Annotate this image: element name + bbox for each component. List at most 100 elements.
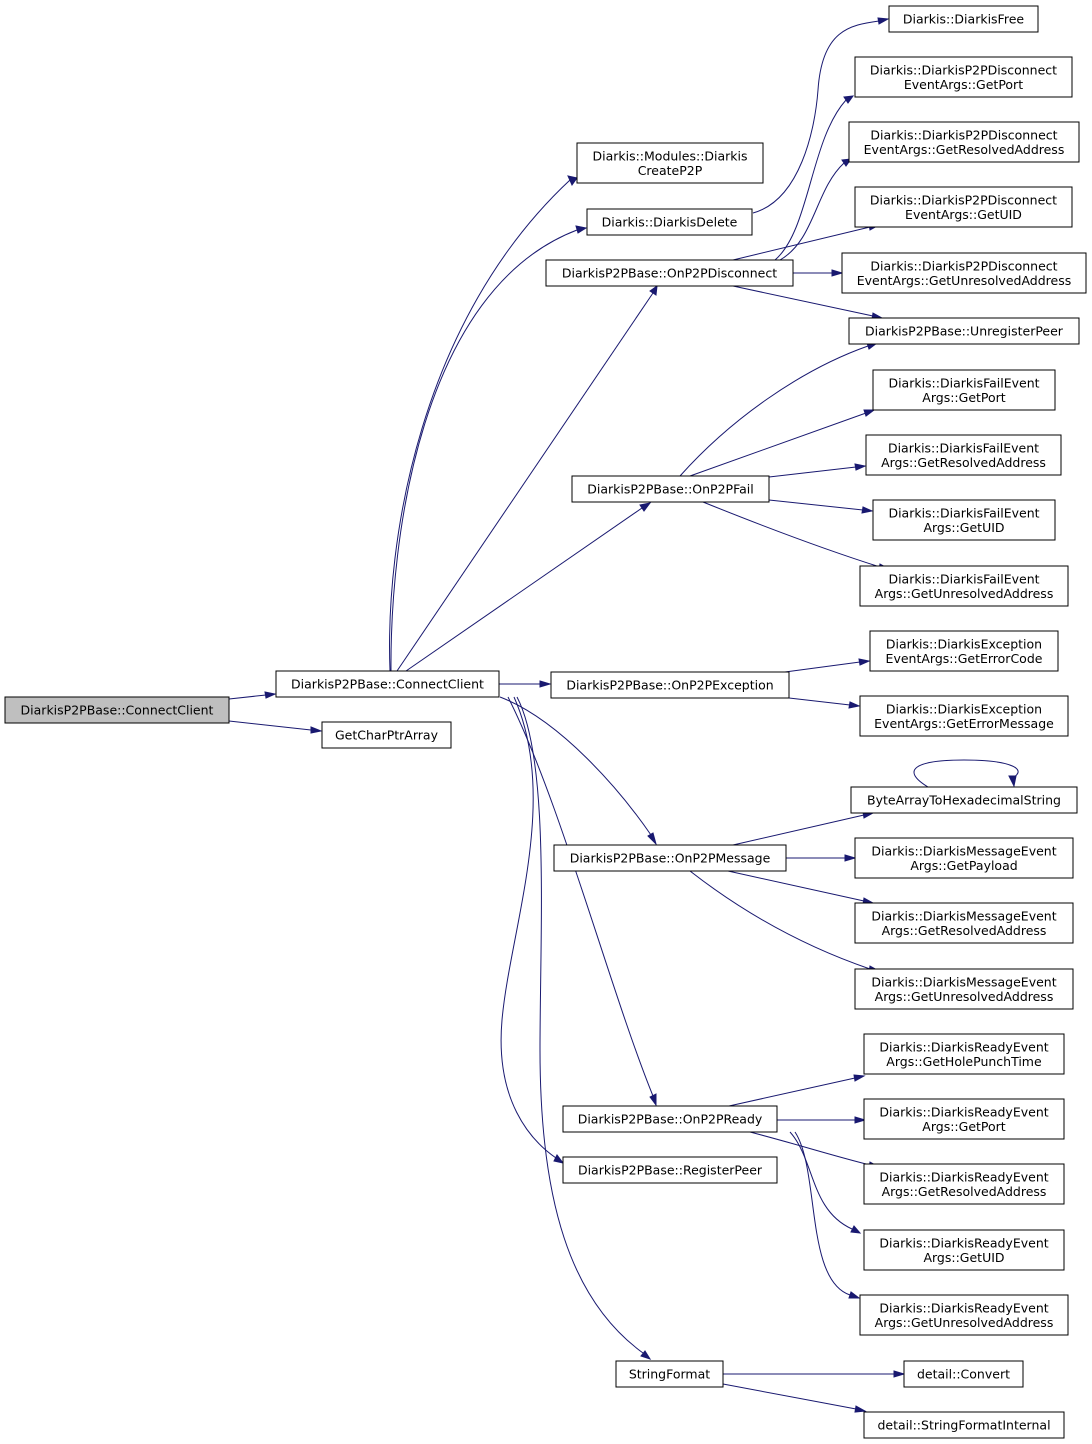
edge-n9-n32 bbox=[794, 1131, 861, 1299]
node-box bbox=[863, 1163, 1065, 1205]
arrowhead-icon bbox=[1008, 775, 1017, 788]
edge-n1-n7 bbox=[499, 680, 552, 688]
arrowhead-icon bbox=[567, 175, 578, 187]
edge-line bbox=[784, 661, 861, 673]
node-label: Args::GetUnresolvedAddress bbox=[875, 1315, 1054, 1330]
graph-node-n26[interactable]: Diarkis::DiarkisMessageEventArgs::GetRes… bbox=[854, 902, 1074, 944]
graph-node-n8[interactable]: DiarkisP2PBase::OnP2PMessage bbox=[553, 844, 787, 872]
edge-n1-n6 bbox=[405, 502, 652, 672]
node-label: Diarkis::DiarkisFailEvent bbox=[888, 571, 1039, 586]
edge-line bbox=[396, 292, 654, 672]
node-box bbox=[865, 434, 1062, 476]
graph-node-n11[interactable]: StringFormat bbox=[615, 1360, 724, 1388]
node-label: Args::GetUnresolvedAddress bbox=[875, 989, 1054, 1004]
graph-node-n5[interactable]: DiarkisP2PBase::OnP2PDisconnect bbox=[545, 259, 794, 287]
graph-node-n9[interactable]: DiarkisP2PBase::OnP2PReady bbox=[562, 1105, 778, 1133]
arrowhead-icon bbox=[640, 1350, 652, 1360]
arrowhead-icon bbox=[861, 506, 874, 514]
arrowhead-icon bbox=[831, 269, 844, 277]
node-label: Args::GetResolvedAddress bbox=[881, 455, 1046, 470]
node-label: Diarkis::DiarkisFailEvent bbox=[888, 375, 1039, 390]
graph-node-n7[interactable]: DiarkisP2PBase::OnP2PException bbox=[550, 671, 790, 699]
arrowhead-icon bbox=[854, 1116, 867, 1124]
graph-node-n24[interactable]: ByteArrayToHexadecimalString bbox=[850, 786, 1078, 814]
node-box bbox=[553, 844, 787, 872]
arrowhead-icon bbox=[843, 95, 855, 104]
graph-node-n34[interactable]: detail::StringFormatInternal bbox=[863, 1411, 1065, 1439]
graph-node-n1[interactable]: DiarkisP2PBase::ConnectClient bbox=[275, 670, 500, 698]
graph-node-n19[interactable]: Diarkis::DiarkisFailEventArgs::GetResolv… bbox=[865, 434, 1062, 476]
node-box bbox=[850, 786, 1078, 814]
graph-node-n17[interactable]: DiarkisP2PBase::UnregisterPeer bbox=[848, 317, 1080, 345]
graph-node-n23[interactable]: Diarkis::DiarkisExceptionEventArgs::GetE… bbox=[859, 695, 1069, 737]
edge-n0-n1 bbox=[228, 691, 277, 700]
edge-line bbox=[679, 345, 869, 477]
graph-node-n6[interactable]: DiarkisP2PBase::OnP2PFail bbox=[571, 475, 770, 503]
edge-line bbox=[689, 412, 867, 477]
node-label: EventArgs::GetUnresolvedAddress bbox=[857, 273, 1072, 288]
node-label: EventArgs::GetUID bbox=[905, 207, 1022, 222]
node-box bbox=[562, 1105, 778, 1133]
graph-node-n14[interactable]: Diarkis::DiarkisP2PDisconnectEventArgs::… bbox=[848, 121, 1080, 163]
edge-line bbox=[389, 179, 571, 672]
graph-node-n32[interactable]: Diarkis::DiarkisReadyEventArgs::GetUnres… bbox=[859, 1294, 1069, 1336]
node-label: Diarkis::DiarkisMessageEvent bbox=[871, 843, 1056, 858]
graph-node-n25[interactable]: Diarkis::DiarkisMessageEventArgs::GetPay… bbox=[854, 837, 1074, 879]
edge-n1-n11 bbox=[516, 696, 652, 1360]
node-box bbox=[275, 670, 500, 698]
node-box bbox=[854, 968, 1074, 1010]
node-box bbox=[562, 1156, 778, 1184]
graph-node-n28[interactable]: Diarkis::DiarkisReadyEventArgs::GetHoleP… bbox=[863, 1033, 1065, 1075]
node-label: DiarkisP2PBase::OnP2PException bbox=[566, 678, 773, 693]
node-label: Args::GetPort bbox=[922, 390, 1005, 405]
edge-line bbox=[732, 226, 871, 261]
node-box bbox=[863, 1098, 1065, 1140]
node-box bbox=[321, 721, 452, 749]
node-label: DiarkisP2PBase::OnP2PFail bbox=[587, 482, 753, 497]
graph-node-n33[interactable]: detail::Convert bbox=[903, 1360, 1024, 1388]
edge-n1-n10 bbox=[500, 696, 565, 1164]
arrowhead-icon bbox=[647, 832, 657, 846]
graph-node-n13[interactable]: Diarkis::DiarkisP2PDisconnectEventArgs::… bbox=[854, 56, 1073, 98]
graph-node-n10[interactable]: DiarkisP2PBase::RegisterPeer bbox=[562, 1156, 778, 1184]
node-label: Diarkis::Modules::Diarkis bbox=[592, 148, 747, 163]
node-box bbox=[859, 695, 1069, 737]
graph-node-n27[interactable]: Diarkis::DiarkisMessageEventArgs::GetUnr… bbox=[854, 968, 1074, 1010]
arrowhead-icon bbox=[858, 658, 871, 666]
node-label: Diarkis::DiarkisP2PDisconnect bbox=[870, 258, 1057, 273]
arrowhead-icon bbox=[575, 225, 588, 234]
edge-line bbox=[913, 759, 1019, 788]
graph-node-n30[interactable]: Diarkis::DiarkisReadyEventArgs::GetResol… bbox=[863, 1163, 1065, 1205]
node-label: Diarkis::DiarkisP2PDisconnect bbox=[870, 192, 1057, 207]
edge-n1-n4 bbox=[390, 225, 588, 672]
arrowhead-icon bbox=[310, 726, 323, 734]
arrowhead-icon bbox=[863, 409, 876, 417]
node-box bbox=[888, 5, 1039, 33]
graph-node-n12[interactable]: Diarkis::DiarkisFree bbox=[888, 5, 1039, 33]
arrowhead-icon bbox=[848, 701, 861, 709]
graph-node-n16[interactable]: Diarkis::DiarkisP2PDisconnectEventArgs::… bbox=[841, 252, 1087, 294]
graph-node-n21[interactable]: Diarkis::DiarkisFailEventArgs::GetUnreso… bbox=[859, 565, 1069, 607]
node-label: Diarkis::DiarkisReadyEvent bbox=[879, 1039, 1048, 1054]
node-box bbox=[872, 499, 1056, 541]
graph-node-n22[interactable]: Diarkis::DiarkisExceptionEventArgs::GetE… bbox=[869, 630, 1059, 672]
edge-line bbox=[749, 1131, 871, 1166]
node-label: EventArgs::GetErrorMessage bbox=[874, 716, 1054, 731]
graph-node-n0: DiarkisP2PBase::ConnectClient bbox=[4, 696, 230, 724]
node-label: Diarkis::DiarkisMessageEvent bbox=[871, 974, 1056, 989]
node-label: DiarkisP2PBase::RegisterPeer bbox=[578, 1163, 763, 1178]
graph-node-n2[interactable]: GetCharPtrArray bbox=[321, 721, 452, 749]
graph-node-n15[interactable]: Diarkis::DiarkisP2PDisconnectEventArgs::… bbox=[854, 186, 1073, 228]
edge-n1-n9 bbox=[507, 696, 657, 1107]
node-box bbox=[863, 1229, 1065, 1271]
node-label: DiarkisP2PBase::ConnectClient bbox=[21, 703, 214, 718]
arrowhead-icon bbox=[539, 680, 552, 688]
edge-line bbox=[722, 1383, 857, 1410]
graph-node-n4[interactable]: Diarkis::DiarkisDelete bbox=[586, 208, 753, 236]
